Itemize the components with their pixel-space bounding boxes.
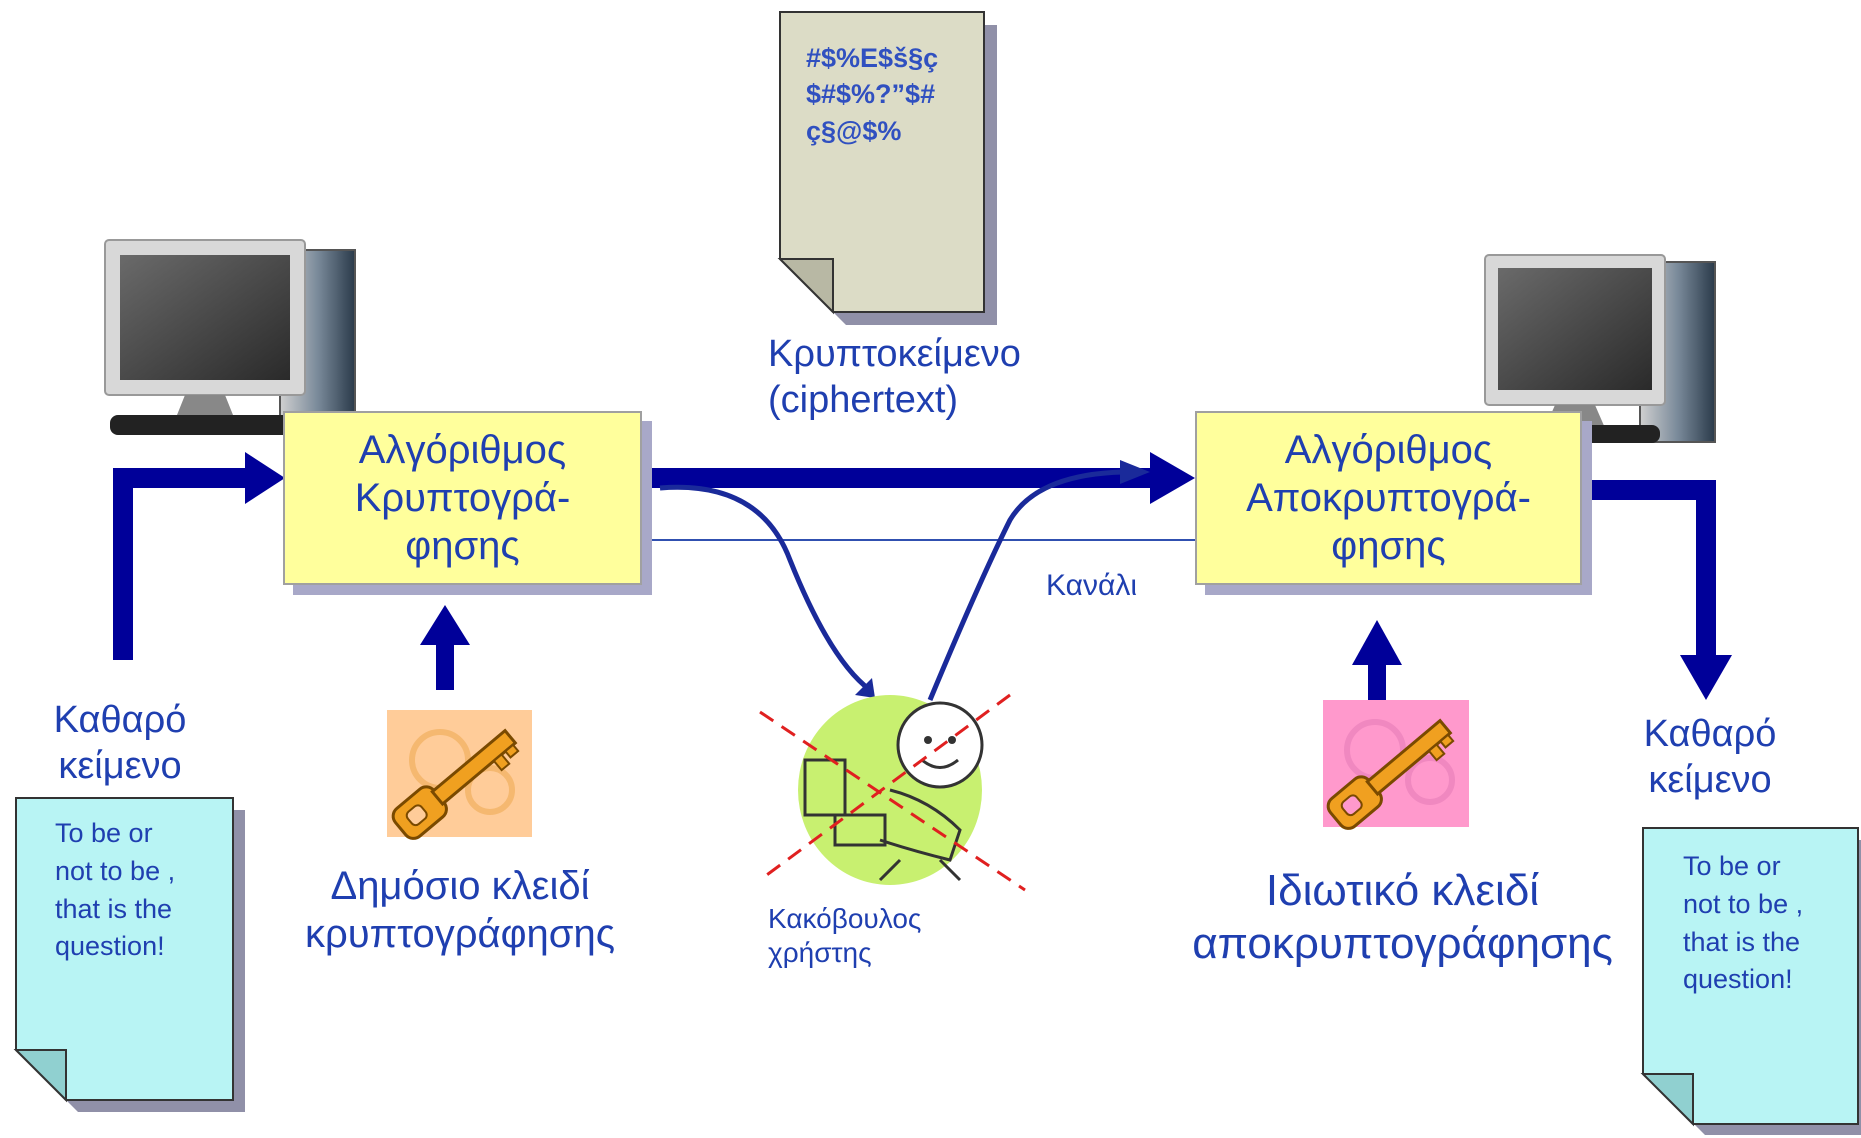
plaintext-content-right: To be or not to be , that is the questio…: [1683, 848, 1803, 999]
decryption-algorithm-box: Αλγόριθμος Αποκρυπτογρά- φησης: [1195, 411, 1582, 585]
ciphertext-line1: #$%E$š§ç: [806, 43, 939, 73]
plaintext-left-content-line2: not to be ,: [55, 855, 176, 886]
decryption-to-plaintext-arrow: [1580, 480, 1716, 660]
plaintext-left-line2: κείμενο: [58, 744, 182, 787]
encryption-algorithm-box: Αλγόριθμος Κρυπτογρά- φησης: [283, 411, 642, 585]
interception-in-curve: [659, 484, 872, 692]
interception-curves: [659, 460, 1150, 701]
public-key-label-line2: κρυπτογράφησης: [305, 912, 615, 956]
plaintext-document-right: [1640, 827, 1861, 1135]
ciphertext-line2: $#$%?”$#: [806, 79, 936, 110]
plaintext-right-content-line1: To be or: [1683, 851, 1781, 881]
encryption-algorithm-line3: φησης: [405, 524, 520, 568]
attacker-label: Κακόβουλος χρήστης: [768, 902, 921, 969]
interception-out-curve: [927, 469, 1141, 701]
plaintext-left-content-line3: that is the: [55, 893, 173, 924]
decryption-algorithm-line1: Αλγόριθμος: [1284, 428, 1493, 472]
plaintext-right-content-line4: question!: [1683, 964, 1793, 995]
public-key-icon: [387, 710, 532, 840]
attacker-label-line1: Κακόβουλος: [768, 903, 922, 934]
left-computer-icon: [104, 239, 356, 435]
channel-label: Κανάλι: [1046, 569, 1137, 602]
plaintext-left-content-line4: question!: [55, 931, 165, 962]
plaintext-label-left: Καθαρό κείμενο: [30, 698, 210, 789]
attacker-cross: [759, 693, 1026, 892]
plaintext-right-content-line3: that is the: [1683, 926, 1801, 957]
attacker-icon: [798, 695, 984, 885]
ciphertext-label-line2: (ciphertext): [768, 378, 959, 421]
ciphertext-label: Κρυπτοκείμενο (ciphertext): [768, 332, 1021, 423]
ciphertext-document: [777, 11, 997, 325]
encryption-algorithm-line1: Αλγόριθμος: [358, 428, 567, 472]
encryption-algorithm-line2: Κρυπτογρά-: [354, 476, 571, 520]
attacker-label-line2: χρήστης: [768, 936, 872, 968]
private-key-label-line2: αποκρυπτογράφησης: [1192, 918, 1613, 968]
plaintext-right-line2: κείμενο: [1648, 758, 1772, 801]
private-key-label-line1: Ιδιωτικό κλειδί: [1265, 866, 1540, 915]
decryption-algorithm-line3: φησης: [1331, 524, 1446, 568]
plaintext-left-line1: Καθαρό: [53, 699, 187, 741]
public-key-label-line1: Δημόσιο κλειδί: [330, 864, 590, 908]
plaintext-right-line1: Καθαρό: [1643, 713, 1777, 755]
public-key-label: Δημόσιο κλειδί κρυπτογράφησης: [290, 862, 630, 958]
decryption-algorithm-line2: Αποκρυπτογρά-: [1246, 476, 1531, 520]
plaintext-to-encryption-arrow: [113, 468, 248, 660]
private-key-label: Ιδιωτικό κλειδί αποκρυπτογράφησης: [1170, 865, 1635, 971]
ciphertext-line3: ç§@$%: [806, 115, 902, 146]
ciphertext-label-line1: Κρυπτοκείμενο: [768, 333, 1021, 375]
plaintext-right-content-line2: not to be ,: [1683, 888, 1804, 919]
plaintext-left-content-line1: To be or: [55, 818, 153, 848]
private-key-icon: [1323, 700, 1469, 830]
plaintext-document-left: [13, 797, 245, 1112]
plaintext-content-left: To be or not to be , that is the questio…: [55, 815, 175, 966]
plaintext-label-right: Καθαρό κείμενο: [1630, 712, 1790, 803]
ciphertext-content: #$%E$š§ç $#$%?”$# ç§@$%: [806, 40, 938, 149]
